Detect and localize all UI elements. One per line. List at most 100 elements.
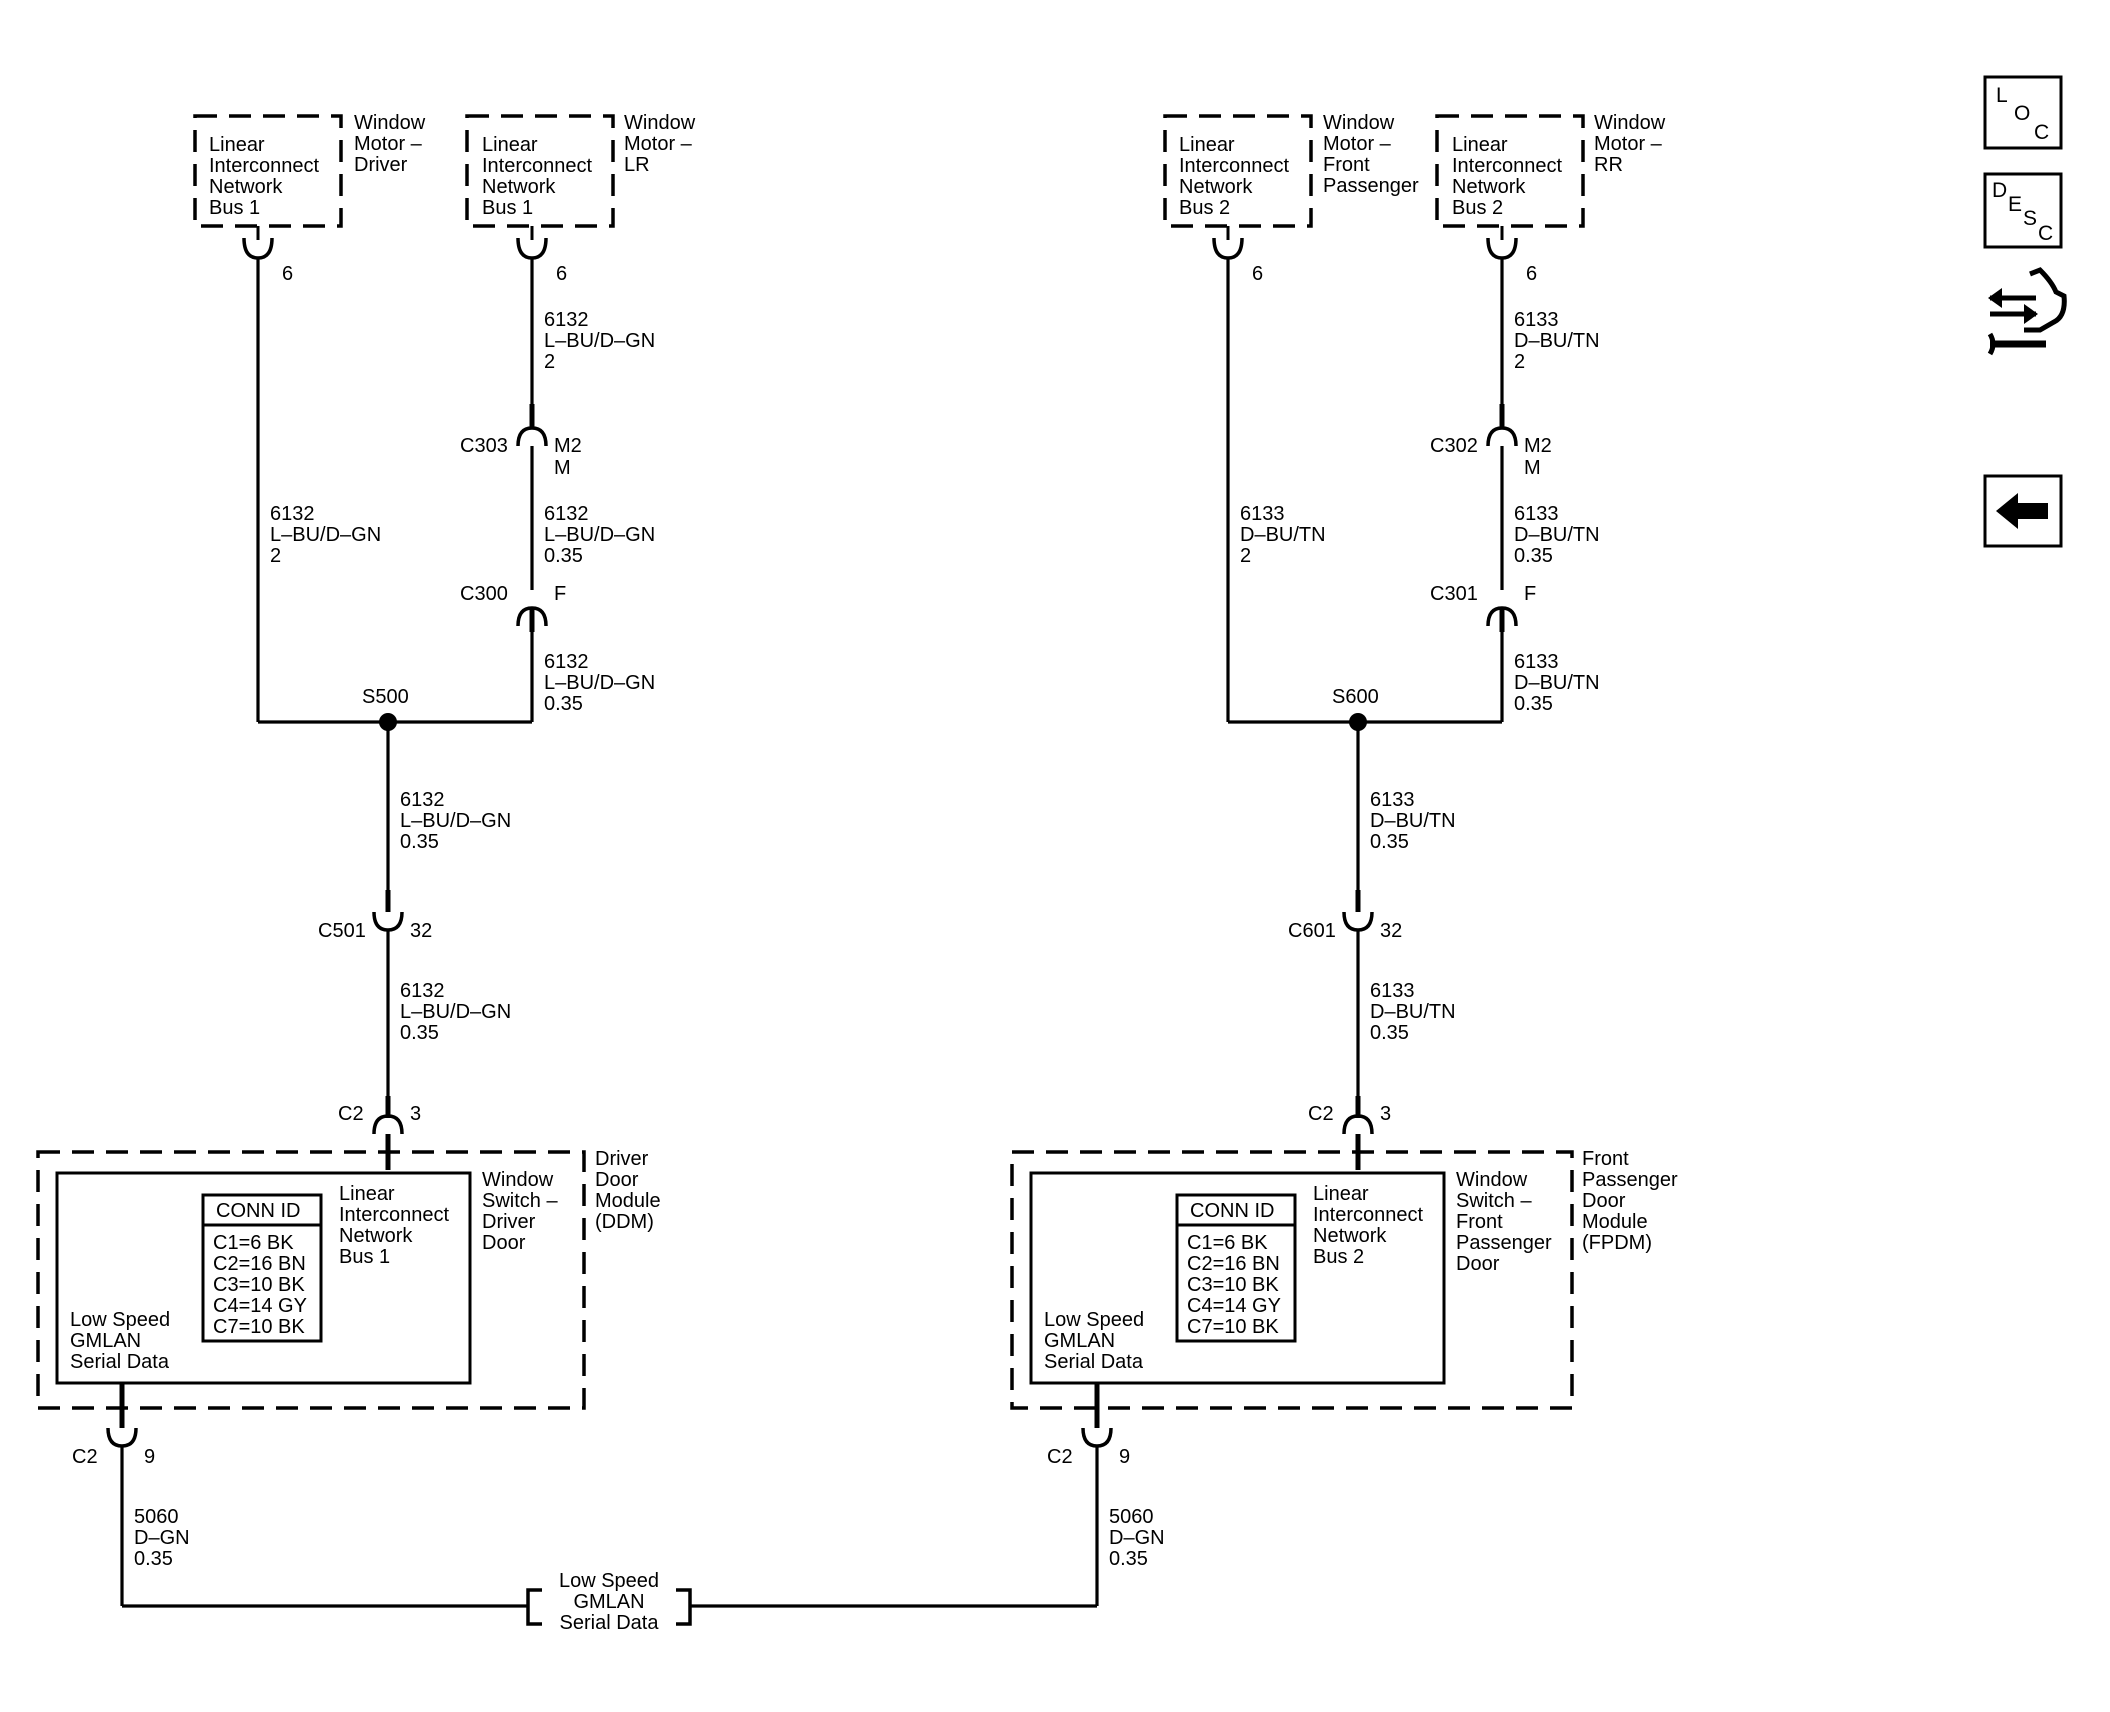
connector-c601 (1342, 911, 1374, 932)
connector-pin: 32 (1380, 920, 1402, 942)
connector-name: C601 (1288, 920, 1336, 942)
connector-tool-button[interactable] (1987, 267, 2067, 356)
svg-text:Module: Module (595, 1190, 661, 1212)
wire-label-c601-c2: 6133 D–BU/TN 0.35 (1370, 980, 1456, 1044)
svg-text:L–BU/D–GN: L–BU/D–GN (400, 1001, 511, 1023)
svg-text:Bus 1: Bus 1 (482, 197, 533, 219)
svg-text:6132: 6132 (270, 503, 315, 525)
svg-text:0.35: 0.35 (1370, 1022, 1409, 1044)
svg-text:Motor –: Motor – (1594, 133, 1663, 155)
svg-text:0.35: 0.35 (544, 545, 583, 567)
svg-text:Driver: Driver (482, 1211, 536, 1233)
svg-text:(DDM): (DDM) (595, 1211, 654, 1233)
gmlan-bus: Low Speed GMLAN Serial Data (122, 1570, 1097, 1634)
svg-text:6132: 6132 (544, 503, 589, 525)
svg-text:Linear: Linear (1179, 134, 1235, 156)
connector-symbol (1212, 237, 1244, 260)
svg-text:S: S (2023, 207, 2037, 230)
svg-text:C2=16 BN: C2=16 BN (1187, 1253, 1280, 1275)
svg-text:Window: Window (1323, 112, 1395, 134)
connector-c2-top (372, 1114, 404, 1135)
svg-text:Window: Window (1456, 1169, 1528, 1191)
connector-symbol (1486, 237, 1518, 260)
svg-text:D–BU/TN: D–BU/TN (1240, 524, 1326, 546)
connector-name: C501 (318, 920, 366, 942)
svg-text:D–BU/TN: D–BU/TN (1514, 672, 1600, 694)
window-motor-driver: Linear Interconnect Network Bus 1 Window… (193, 112, 426, 285)
connector-pin: 3 (410, 1103, 421, 1125)
svg-text:Linear: Linear (482, 134, 538, 156)
svg-text:Serial Data: Serial Data (560, 1612, 660, 1634)
connector-name: C2 (72, 1446, 98, 1468)
svg-text:Door: Door (595, 1169, 639, 1191)
connector-tool-icon (1987, 267, 2067, 356)
splice-s600 (1349, 713, 1367, 731)
wire-label-c501-c2: 6132 L–BU/D–GN 0.35 (400, 980, 511, 1044)
desc-icon: D E S C (1992, 179, 2053, 245)
svg-text:L: L (1996, 84, 2008, 107)
svg-text:2: 2 (1240, 545, 1251, 567)
connector-c303 (516, 426, 548, 447)
svg-text:Passenger: Passenger (1456, 1232, 1552, 1254)
svg-text:6133: 6133 (1514, 309, 1559, 331)
svg-text:C2=16 BN: C2=16 BN (213, 1253, 306, 1275)
desc-button[interactable]: D E S C (1983, 172, 2063, 249)
svg-text:6132: 6132 (544, 651, 589, 673)
svg-text:6133: 6133 (1514, 503, 1559, 525)
connector-name: C303 (460, 435, 508, 457)
svg-text:2: 2 (270, 545, 281, 567)
svg-text:D: D (1992, 179, 2007, 202)
svg-text:Interconnect: Interconnect (1179, 155, 1290, 177)
wire-label-lr-bot: 6132 L–BU/D–GN 0.35 (544, 651, 655, 715)
wire-label-rr-top: 6133 D–BU/TN 2 (1514, 309, 1600, 373)
svg-text:5060: 5060 (1109, 1506, 1154, 1528)
back-button[interactable] (1983, 474, 2063, 548)
motor-driver-label: Window Motor – Driver (354, 112, 426, 176)
svg-text:Switch –: Switch – (1456, 1190, 1532, 1212)
connector-c2-bottom (106, 1427, 138, 1448)
svg-text:Linear: Linear (1452, 134, 1508, 156)
svg-text:L–BU/D–GN: L–BU/D–GN (544, 524, 655, 546)
left-circuit: Linear Interconnect Network Bus 1 Window… (36, 112, 696, 1606)
conn-id-table: CONN ID C1=6 BK C2=16 BN C3=10 BK C4=14 … (1175, 1193, 1297, 1343)
svg-text:O: O (2014, 102, 2030, 125)
svg-text:0.35: 0.35 (1514, 545, 1553, 567)
svg-text:2: 2 (544, 351, 555, 373)
connector-c301 (1486, 606, 1518, 627)
loc-button[interactable]: L O C (1983, 75, 2063, 150)
svg-text:0.35: 0.35 (134, 1548, 173, 1570)
svg-text:L–BU/D–GN: L–BU/D–GN (544, 672, 655, 694)
svg-text:6133: 6133 (1370, 980, 1415, 1002)
wire-label-rr-mid: 6133 D–BU/TN 0.35 (1514, 503, 1600, 567)
svg-text:Interconnect: Interconnect (1313, 1204, 1424, 1226)
motor-fp-label: Window Motor – Front Passenger (1323, 112, 1419, 197)
svg-text:Module: Module (1582, 1211, 1648, 1233)
svg-text:D–BU/TN: D–BU/TN (1370, 1001, 1456, 1023)
bus-label: Low Speed GMLAN Serial Data (559, 1570, 659, 1634)
motor-rr-label: Window Motor – RR (1594, 112, 1666, 176)
svg-text:Network: Network (1313, 1225, 1387, 1247)
svg-text:Low Speed: Low Speed (1044, 1309, 1144, 1331)
svg-text:Passenger: Passenger (1323, 175, 1419, 197)
wire-label-front-passenger: 6133 D–BU/TN 2 (1240, 503, 1326, 567)
svg-text:L–BU/D–GN: L–BU/D–GN (400, 810, 511, 832)
svg-text:Driver: Driver (354, 154, 408, 176)
connector-pin: M2 (554, 435, 582, 457)
module-label: Driver Door Module (DDM) (595, 1148, 661, 1233)
connector-name: C300 (460, 583, 508, 605)
svg-text:Front: Front (1582, 1148, 1629, 1170)
switch-label: Window Switch – Front Passenger Door (1456, 1169, 1552, 1275)
svg-text:GMLAN: GMLAN (573, 1591, 644, 1613)
svg-text:RR: RR (1594, 154, 1623, 176)
svg-text:Linear: Linear (209, 134, 265, 156)
svg-text:D–GN: D–GN (134, 1527, 190, 1549)
svg-text:Interconnect: Interconnect (482, 155, 593, 177)
svg-text:Bus 2: Bus 2 (1452, 197, 1503, 219)
svg-text:L–BU/D–GN: L–BU/D–GN (270, 524, 381, 546)
connector-name: C302 (1430, 435, 1478, 457)
svg-text:6133: 6133 (1514, 651, 1559, 673)
svg-text:Motor –: Motor – (1323, 133, 1392, 155)
svg-text:Network: Network (339, 1225, 413, 1247)
connector-name: C2 (1308, 1103, 1334, 1125)
svg-text:0.35: 0.35 (1370, 831, 1409, 853)
